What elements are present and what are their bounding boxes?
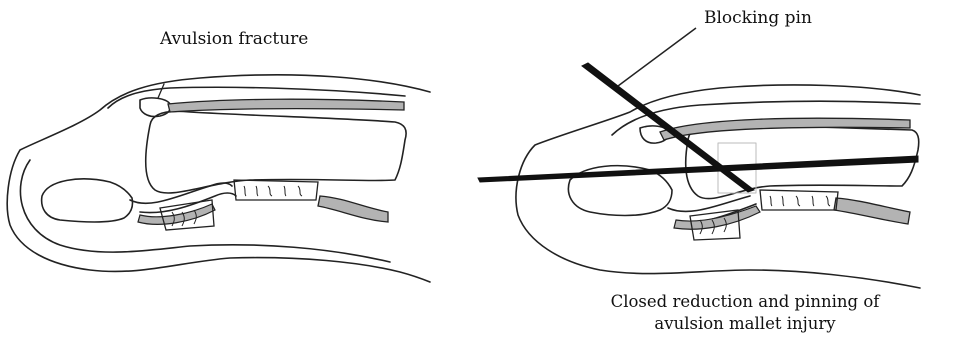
longitudinal-pin	[478, 156, 918, 182]
figure-caption: Closed reduction and pinning of avulsion…	[560, 291, 930, 335]
right-volar-plate-2	[760, 190, 838, 210]
avulsion-fracture-label: Avulsion fracture	[160, 29, 308, 49]
blocking-pin-leader	[618, 28, 696, 86]
caption-line-1: Closed reduction and pinning of	[560, 291, 930, 313]
blocking-pin-label: Blocking pin	[704, 8, 812, 28]
right-flexor-tendon	[834, 198, 910, 224]
caption-line-2: avulsion mallet injury	[560, 313, 930, 335]
